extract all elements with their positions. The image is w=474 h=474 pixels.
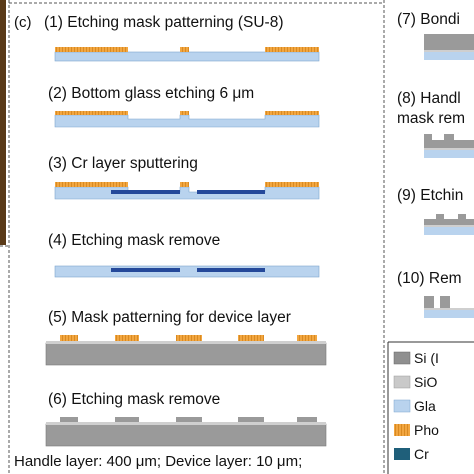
legend: Si (I SiO Gla Pho Cr	[387, 341, 474, 474]
footer-text: Handle layer: 400 μm; Device layer: 10 μ…	[14, 453, 302, 470]
cr-layer	[197, 268, 265, 272]
step-10-label: (10) Rem	[397, 270, 462, 287]
legend-label-si: Si (I	[414, 350, 439, 366]
photoresist-block	[180, 182, 189, 187]
step-10-cross-section	[424, 296, 474, 318]
photoresist-block	[55, 111, 128, 115]
cr-layer	[111, 268, 180, 272]
step-5-label: (5) Mask patterning for device layer	[48, 309, 291, 326]
step-5-cross-section	[45, 335, 327, 366]
step-4-label: (4) Etching mask remove	[48, 232, 220, 249]
step-2-label: (2) Bottom glass etching 6 μm	[48, 85, 254, 102]
photoresist-block	[55, 182, 128, 187]
legend-label-photoresist: Pho	[414, 422, 439, 438]
glass-substrate	[54, 51, 320, 62]
si-bump	[176, 417, 202, 422]
glass-substrate	[54, 265, 320, 278]
step-8-label-line2: mask rem	[397, 110, 465, 127]
step-2-cross-section	[54, 111, 320, 128]
panel-label: (c)	[14, 14, 32, 31]
sio2-layer	[46, 422, 326, 425]
glass-substrate-etched	[54, 114, 320, 128]
step-1-cross-section	[54, 47, 320, 62]
legend-swatch-cr	[394, 448, 410, 460]
step-6-cross-section	[45, 417, 327, 447]
step-3-label: (3) Cr layer sputtering	[48, 155, 198, 172]
legend-swatch-photoresist	[394, 424, 410, 436]
photoresist-block	[176, 335, 202, 341]
step-7-label: (7) Bondi	[397, 11, 460, 28]
si-wafer	[45, 342, 327, 366]
step-9-cross-section	[424, 214, 474, 235]
photoresist-block	[115, 335, 139, 341]
photoresist-block	[265, 111, 319, 115]
step-8-label: (8) Handl	[397, 90, 461, 107]
si-wafer	[45, 423, 327, 447]
photoresist-block	[180, 47, 189, 52]
step-6-label: (6) Etching mask remove	[48, 391, 220, 408]
legend-swatch-sio2	[393, 375, 411, 389]
si-bump	[60, 417, 78, 422]
sio2-layer	[46, 341, 326, 344]
si-bump	[297, 417, 317, 422]
step-4-cross-section	[54, 265, 320, 278]
cr-layer	[197, 190, 265, 194]
left-edge-bar	[0, 0, 6, 245]
step-9-label: (9) Etchin	[397, 187, 463, 204]
cr-layer	[111, 190, 180, 194]
step-8-cross-section	[424, 134, 474, 158]
photoresist-block	[238, 335, 264, 341]
photoresist-block	[297, 335, 317, 341]
step-1-label: (1) Etching mask patterning (SU-8)	[44, 14, 283, 31]
legend-swatch-glass	[393, 399, 411, 413]
legend-label-cr: Cr	[414, 446, 429, 462]
legend-label-glass: Gla	[414, 398, 436, 414]
photoresist-block	[55, 47, 128, 52]
photoresist-block	[180, 111, 189, 115]
legend-label-sio2: SiO	[414, 374, 437, 390]
si-bump	[115, 417, 139, 422]
step-3-cross-section	[54, 182, 320, 200]
si-bump	[238, 417, 264, 422]
glass-substrate-etched	[54, 186, 320, 200]
photoresist-block	[265, 47, 319, 52]
photoresist-block	[60, 335, 78, 341]
step-7-cross-section	[424, 34, 474, 60]
legend-swatch-si	[393, 351, 411, 365]
photoresist-block	[265, 182, 319, 187]
